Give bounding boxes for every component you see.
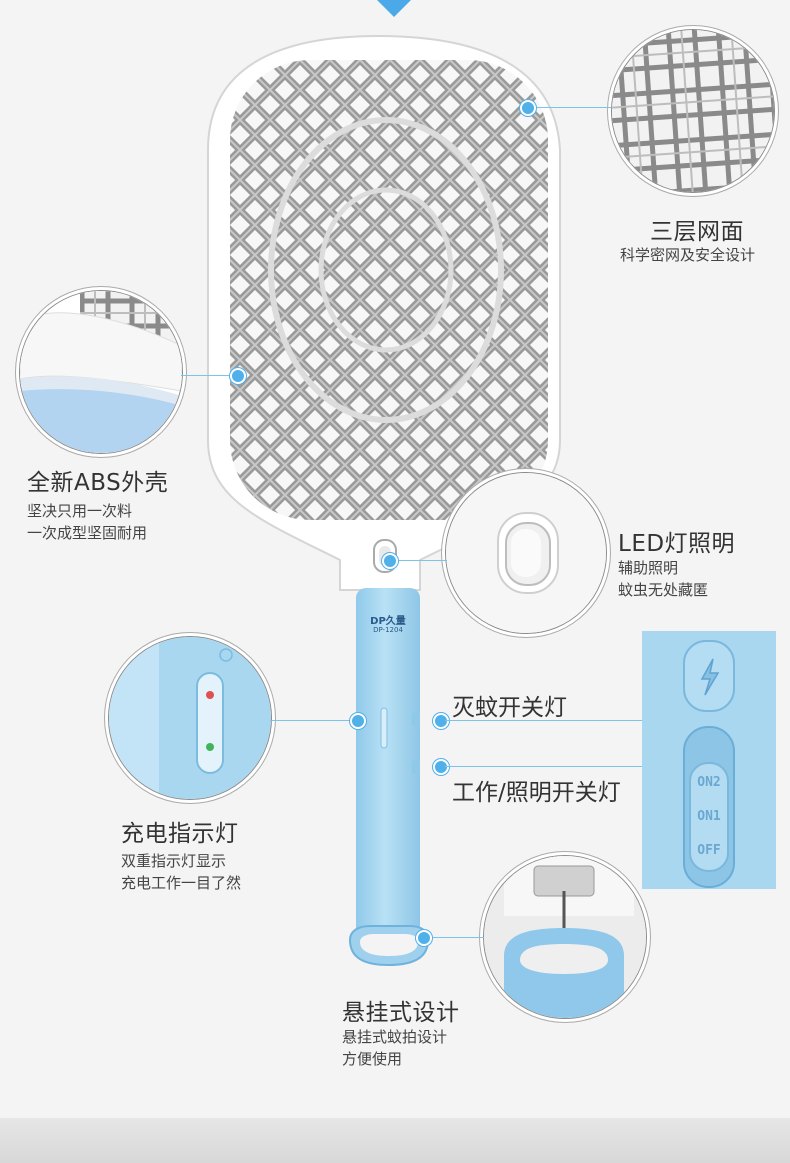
shell-title: 全新ABS外壳 bbox=[27, 470, 169, 496]
charge-title: 充电指示灯 bbox=[121, 821, 239, 847]
shell-description-1: 坚决只用一次料 bbox=[27, 502, 133, 520]
hang-description-1: 悬挂式蚊拍设计 bbox=[342, 1028, 448, 1046]
kill-switch-callout-line bbox=[445, 720, 642, 721]
shell-callout-dot bbox=[230, 368, 246, 384]
work-switch-callout-line bbox=[445, 766, 642, 767]
mesh-title: 三层网面 bbox=[650, 219, 744, 245]
hang-description-2: 方便使用 bbox=[342, 1050, 403, 1068]
hang-callout-dot bbox=[416, 930, 432, 946]
work-switch-label: 工作/照明开关灯 bbox=[452, 780, 621, 806]
charge-callout-line bbox=[270, 720, 358, 721]
mesh-callout-line bbox=[529, 107, 611, 108]
mesh-description: 科学密网及安全设计 bbox=[620, 246, 756, 264]
led-callout-dot bbox=[382, 553, 398, 569]
shell-zoom-circle bbox=[19, 290, 183, 454]
switch-pos-on2: ON2 bbox=[697, 775, 721, 790]
hang-callout-line bbox=[424, 937, 484, 938]
led-description-1: 辅助照明 bbox=[618, 559, 679, 577]
led-zoom-circle bbox=[445, 472, 607, 634]
racket-handle bbox=[356, 588, 420, 956]
switch-pos-on1: ON1 bbox=[697, 809, 721, 824]
footer-band bbox=[0, 1118, 790, 1163]
led-callout-line bbox=[391, 560, 447, 561]
section-arrow-icon bbox=[377, 0, 411, 17]
model-number: DP-1204 bbox=[373, 626, 403, 634]
work-switch-callout-dot bbox=[433, 759, 449, 775]
switch-closeup-panel: ON2 ON1 OFF bbox=[642, 631, 776, 889]
mesh-callout-dot bbox=[520, 100, 536, 116]
led-title: LED灯照明 bbox=[618, 531, 736, 557]
kill-switch-callout-dot bbox=[433, 713, 449, 729]
kill-switch-label: 灭蚊开关灯 bbox=[452, 695, 567, 721]
mesh-zoom-circle bbox=[611, 29, 775, 193]
lightning-icon bbox=[700, 658, 720, 696]
switch-pos-off: OFF bbox=[697, 843, 721, 858]
hang-zoom-circle bbox=[483, 855, 647, 1019]
shell-callout-line bbox=[181, 375, 236, 376]
charge-description-1: 双重指示灯显示 bbox=[121, 852, 227, 870]
racket-mesh bbox=[230, 60, 548, 520]
charge-description-2: 充电工作一目了然 bbox=[121, 874, 242, 892]
brand-logo: DP久量 bbox=[370, 616, 406, 627]
charge-callout-dot bbox=[350, 713, 366, 729]
hang-title: 悬挂式设计 bbox=[342, 1000, 460, 1026]
charge-zoom-circle bbox=[108, 636, 272, 800]
shell-description-2: 一次成型坚固耐用 bbox=[27, 524, 148, 542]
led-description-2: 蚊虫无处藏匿 bbox=[618, 581, 709, 599]
